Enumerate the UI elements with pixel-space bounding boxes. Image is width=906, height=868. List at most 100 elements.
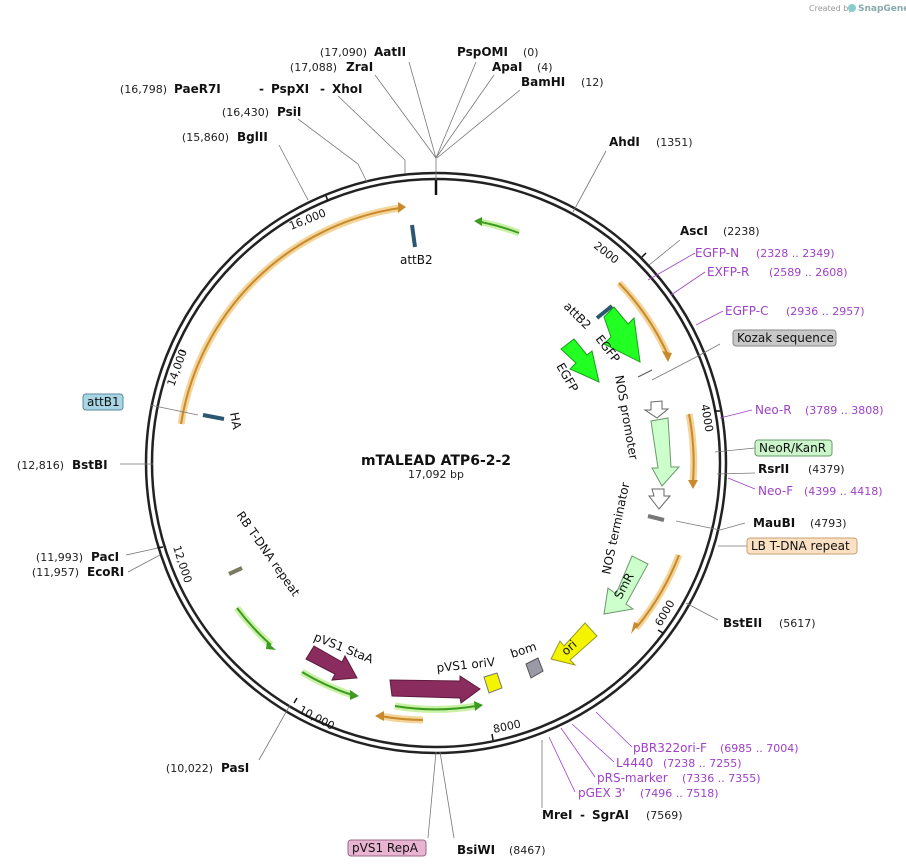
enzyme-name-bsteii: BstEII (723, 616, 762, 630)
primer-leader-neo-f (727, 477, 756, 490)
leader-zrai (374, 74, 437, 159)
enzyme-name-paci: PacI (91, 550, 119, 564)
enzyme-name-xhoi: XhoI (332, 82, 363, 96)
leader-repa (427, 751, 437, 839)
primer-name-l4440: L4440 (616, 756, 653, 770)
enzyme-pos-aatii: (17,090) (320, 46, 367, 59)
snapgene-logo-icon (848, 4, 856, 12)
primer-name-neo-f: Neo-F (758, 484, 793, 498)
primer-range-l4440: (7238 .. 7255) (663, 757, 742, 770)
enzyme-pos-bamhi: (12) (581, 76, 604, 89)
primer-range-egfp-n: (2328 .. 2349) (756, 247, 835, 260)
tick-mark-12000 (156, 546, 164, 549)
green-arc-oriv (394, 705, 477, 711)
feature-label-rb-tdna: RB T-DNA repeat (234, 509, 303, 599)
green-arc-left (236, 607, 272, 646)
feature-label-ha: HA (227, 411, 244, 431)
leader-asci (648, 239, 681, 266)
primer-leader-pbr322ori-f (595, 711, 633, 748)
enzyme-pos-apai: (4) (537, 61, 553, 74)
nos-promoter-arrow (650, 417, 681, 487)
primer-leader-neo-r (719, 409, 753, 419)
primer-name-egfp-n: EGFP-N (695, 246, 739, 260)
primer-name-neo-r: Neo-R (755, 403, 792, 417)
enzyme-pos-bsiwi: (8467) (509, 844, 546, 857)
rb-tdna-mark (228, 566, 243, 576)
nos-promoter-small-arrow (643, 400, 670, 419)
feature-label-nos-promoter: NOS promoter (612, 374, 641, 461)
attb2-inner-mark (595, 304, 614, 320)
credit-brand: SnapGene (858, 4, 906, 14)
tick-mark-8000 (491, 733, 494, 741)
tick-label-4000: 4000 (698, 403, 716, 433)
primer-name-prs-marker: pRS-marker (597, 771, 668, 785)
primer-range-egfp-c: (2936 .. 2957) (786, 305, 865, 318)
green-arc-oriv-head (474, 701, 483, 711)
tick-mark-6000 (657, 629, 664, 634)
leader-kozak (651, 343, 721, 381)
lb-tdna-mark (647, 514, 665, 522)
enzyme-pos-pspomi: (0) (523, 46, 539, 59)
feature-label-pvs1-oriv: pVS1 oriV (436, 655, 497, 675)
primer-name-exfp-r: EXFP-R (707, 265, 749, 279)
enzyme-name-maubi: MauBI (753, 516, 795, 530)
green-arc-left-head (266, 642, 276, 650)
leader-aatii (408, 61, 437, 180)
enzyme-name-sgrai: SgrAI (592, 808, 629, 822)
boxed-label-repa: pVS1 RepA (352, 841, 419, 855)
feature-label-attb2-inner: attB2 (561, 299, 594, 332)
orange-arc-smr-head (631, 622, 639, 634)
egfp-arrow-2 (560, 338, 600, 383)
tick-label-12000: 12,000 (170, 544, 194, 585)
leader-bglii (278, 144, 309, 201)
enzyme-name-aatii: AatII (374, 45, 406, 59)
tick-mark-2000 (641, 252, 647, 258)
tick-label-8000: 8000 (492, 717, 522, 736)
primer-leaders (548, 252, 756, 793)
primer-name-pgex3: pGEX 3' (578, 786, 625, 800)
primer-leader-prs-marker (560, 727, 596, 778)
enzyme-pos-paci: (11,993) (36, 551, 83, 564)
enzyme-name-bamhi: BamHI (521, 75, 565, 89)
nos-terminator-arrow (647, 488, 672, 510)
primer-range-exfp-r: (2589 .. 2608) (769, 266, 848, 279)
leader-bamhi (436, 89, 521, 159)
leader-ecori (127, 554, 161, 573)
enzyme-name-pspxi: PspXI (271, 82, 309, 96)
orange-arc-egfp (618, 282, 668, 354)
enzyme-name-pspomi: PspOMI (457, 45, 508, 59)
orange-arc-egfp-head (662, 351, 672, 362)
enzyme-name-paer7i: PaeR7I (174, 82, 221, 96)
plasmid-name: mTALEAD ATP6-2-2 (361, 453, 511, 469)
attb1-box (82, 393, 124, 411)
ori-arrow (550, 622, 598, 666)
leader-neor (714, 447, 756, 453)
primer-range-prs-marker: (7336 .. 7355) (682, 772, 761, 785)
enzyme-sep-2: - (320, 82, 325, 96)
pvs1-repa-arrow (389, 675, 481, 704)
leader-xhoi (337, 95, 406, 174)
leader-psii (297, 118, 368, 183)
green-arc-top-head (474, 217, 482, 226)
lb-tdna-box (746, 537, 858, 555)
primer-leader-egfp-c (695, 310, 724, 326)
enzyme-name-psii: PsiI (277, 105, 301, 119)
leader-bstEII (685, 602, 719, 621)
neor-box (754, 439, 833, 457)
primer-name-egfp-c: EGFP-C (725, 304, 768, 318)
enzyme-name-ecori: EcoRI (87, 565, 124, 579)
enzyme-name-bglii: BglII (237, 130, 268, 144)
leader-apai (435, 74, 495, 159)
enzyme-pos-bstbi: (12,816) (17, 459, 64, 472)
orange-arc-neor-head (688, 480, 698, 489)
orange-arc-halo-left (177, 204, 401, 425)
enzyme-name-apai: ApaI (492, 60, 522, 74)
boxed-label-lb-tdna: LB T-DNA repeat (751, 539, 850, 553)
leader-pasi (258, 704, 291, 761)
enzyme-name-pasi: PasI (221, 761, 249, 775)
orange-arc-bottom-head (375, 711, 384, 721)
primer-range-pbr322ori-f: (6985 .. 7004) (720, 742, 799, 755)
pvs1-staa-arrow (305, 645, 358, 681)
attb2-top-mark (410, 224, 417, 248)
